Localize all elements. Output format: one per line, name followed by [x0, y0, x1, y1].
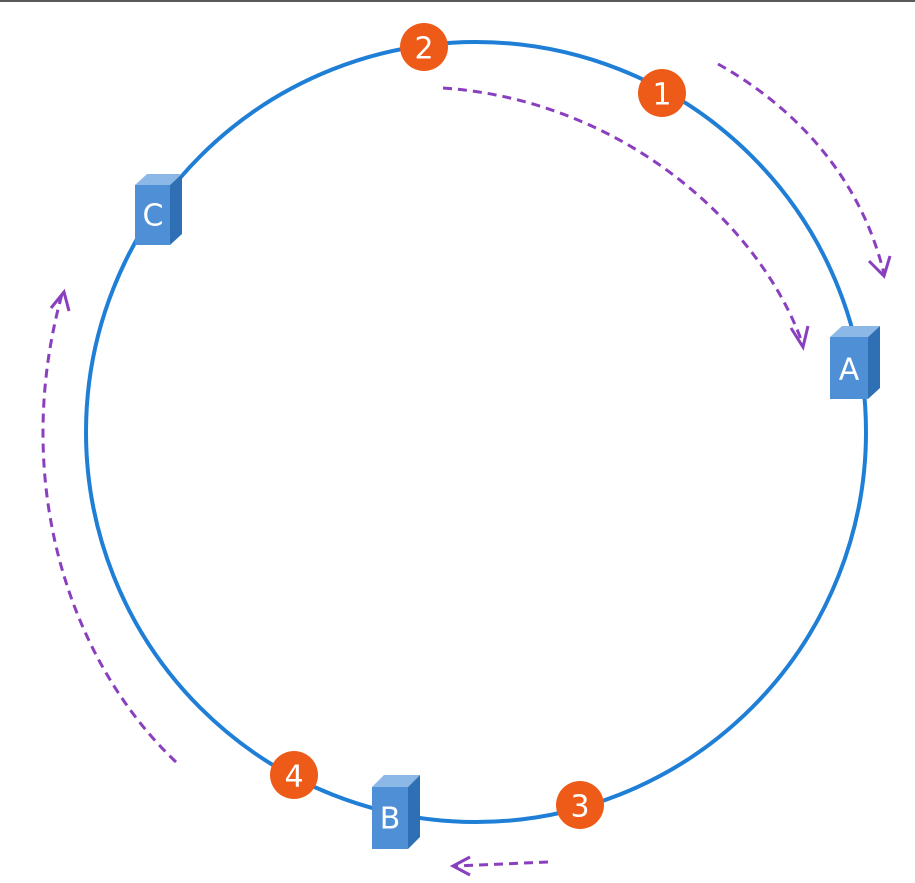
key-marker-2: 2 [400, 23, 448, 71]
arrow-key3-to-node-b [455, 860, 549, 868]
arrow-key1-to-node-a [717, 62, 886, 275]
arrow-head-key3 [449, 855, 471, 877]
server-node-c: C [135, 174, 182, 245]
key-label-3: 3 [570, 790, 589, 825]
arrow-head-key2 [789, 325, 810, 351]
server-label-c: C [143, 199, 164, 234]
server-node-a: A [830, 326, 880, 399]
key-marker-1: 1 [638, 69, 686, 117]
key-label-2: 2 [414, 32, 433, 67]
key-label-1: 1 [652, 78, 671, 113]
server-label-b: B [380, 802, 401, 837]
hash-ring [84, 40, 868, 824]
key-marker-4: 4 [270, 751, 318, 799]
key-label-4: 4 [284, 760, 303, 795]
arrow-key4-to-node-c [41, 293, 178, 764]
server-label-a: A [839, 353, 860, 388]
arrow-head-key4 [49, 288, 71, 312]
key-marker-3: 3 [556, 781, 604, 829]
arrow-head-key1 [867, 255, 892, 279]
server-node-b: B [372, 775, 420, 849]
arrow-key2-to-node-a [442, 86, 805, 346]
